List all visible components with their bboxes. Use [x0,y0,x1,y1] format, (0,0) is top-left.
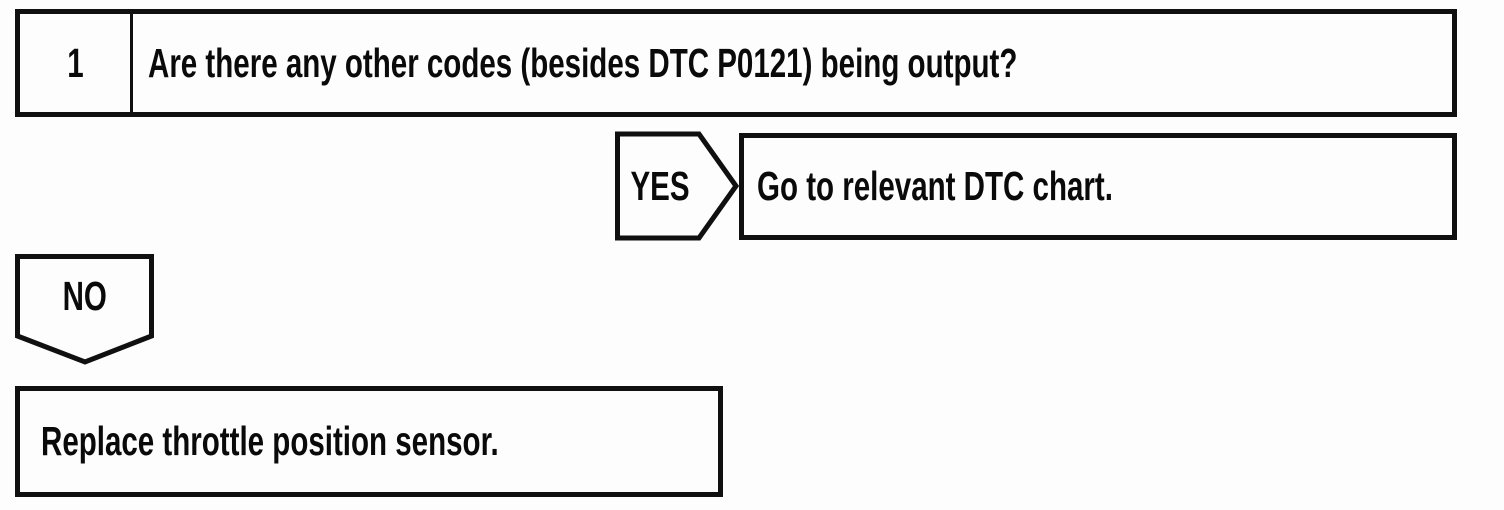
yes-connector: YES [615,131,739,241]
no-action-box: Replace throttle position sensor. [15,386,723,497]
no-action-text: Replace throttle position sensor. [41,418,499,464]
yes-action-text: Go to relevant DTC chart. [757,163,1113,209]
question-text-cell: Are there any other codes (besides DTC P… [133,14,1452,112]
no-pentagon-icon [15,254,154,365]
no-connector: NO [15,254,154,366]
yes-action-box: Go to relevant DTC chart. [739,133,1457,240]
step-number: 1 [66,39,84,86]
yes-label-area: YES [617,134,703,238]
yes-label: YES [630,162,690,209]
yes-pentagon-icon [615,131,739,241]
question-box: 1 Are there any other codes (besides DTC… [15,9,1457,117]
step-number-cell: 1 [20,14,133,112]
no-label: NO [62,272,107,319]
no-label-area: NO [17,256,152,336]
question-text: Are there any other codes (besides DTC P… [148,39,1018,86]
